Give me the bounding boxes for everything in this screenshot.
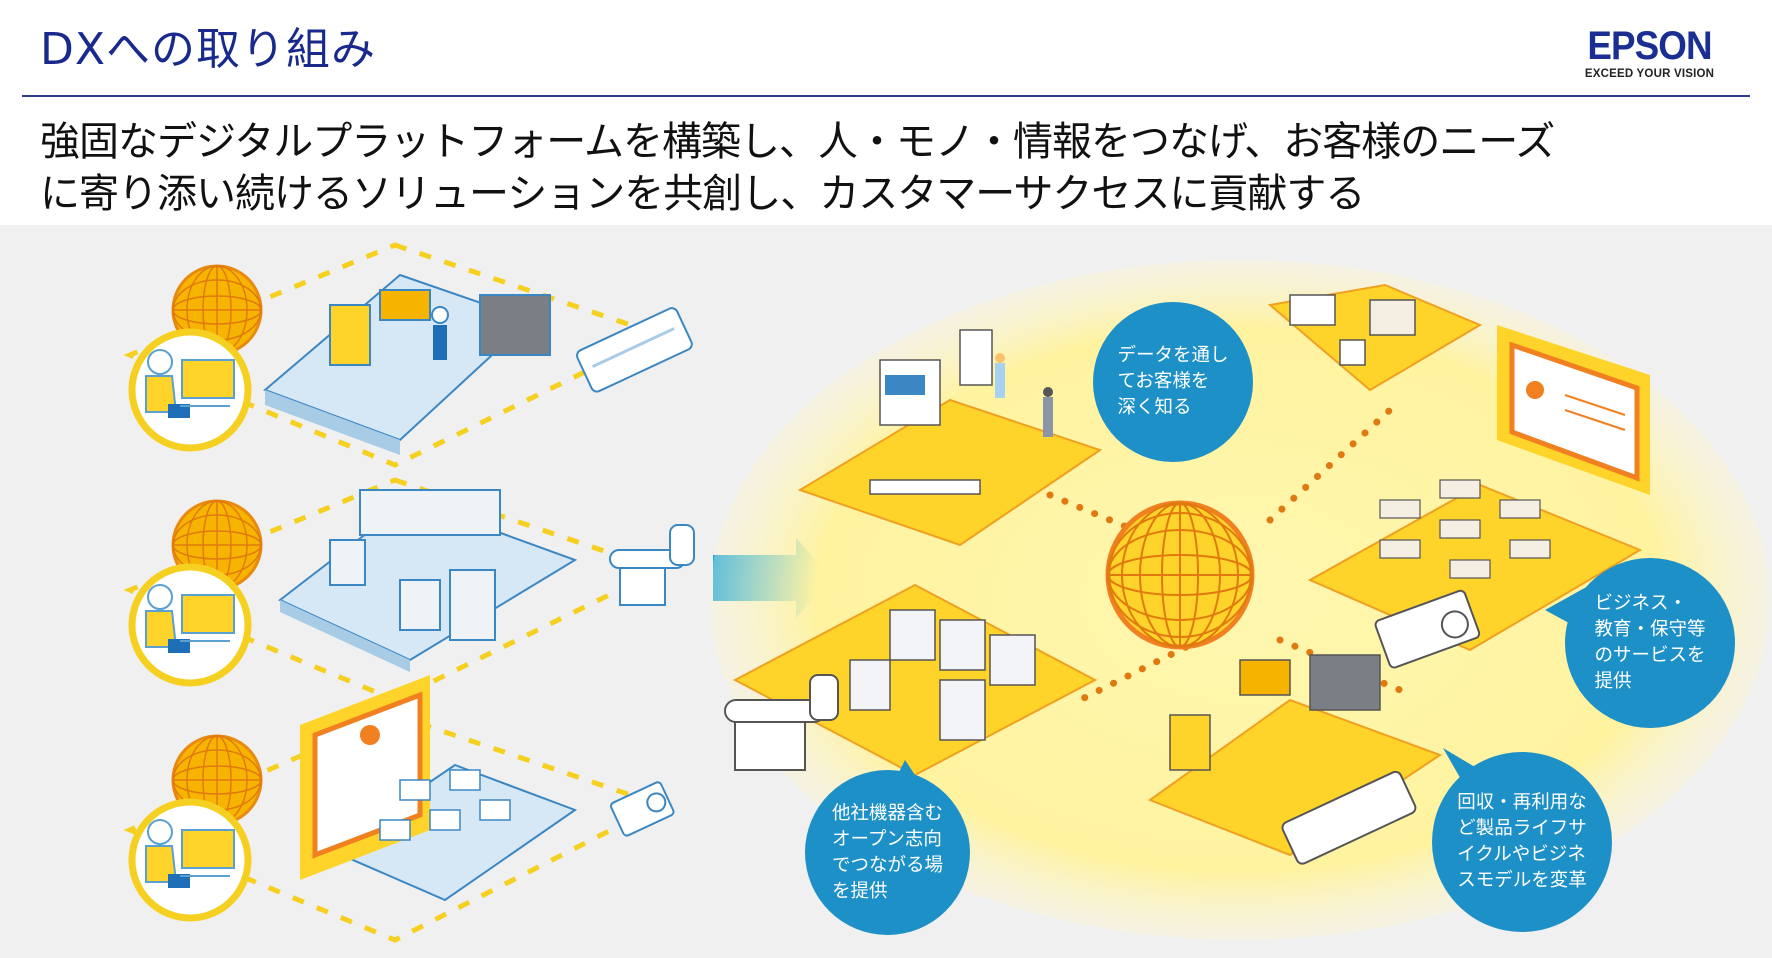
logo-tagline: EXCEED YOUR VISION	[1584, 68, 1715, 80]
platform-print-shop	[1147, 654, 1443, 865]
scene-factory	[123, 477, 695, 703]
subtitle: 強固なデジタルプラットフォームを構築し、人・モノ・情報をつなげ、お客様のニーズ …	[40, 116, 1555, 220]
header-divider	[22, 95, 1750, 97]
subtitle-line-1: 強固なデジタルプラットフォームを構築し、人・モノ・情報をつなげ、お客様のニーズ	[40, 119, 1555, 165]
page-title: DXへの取り組み	[40, 24, 377, 75]
platform-home-office	[1267, 283, 1483, 392]
bubble-data-insight-text: データを通し てお客様を 深く知る	[1117, 345, 1229, 418]
projector-icon	[1374, 589, 1481, 669]
bubble-lifecycle: 回収・再利用な ど製品ライフサ イクルやビジネ スモデルを変革	[1432, 752, 1612, 932]
epson-logo: EPSON EXCEED YOUR VISION	[1582, 26, 1717, 80]
logo-brand: EPSON	[1587, 24, 1712, 68]
bubble-data-insight: データを通し てお客様を 深く知る	[1093, 302, 1253, 462]
central-globe-icon	[1105, 500, 1255, 650]
subtitle-line-2: に寄り添い続けるソリューションを共創し、カスタマーサクセスに貢献する	[40, 171, 1365, 217]
scene-printing-studio	[123, 242, 693, 468]
bubble-open-platform-text: 他社機器含む オープン志向 でつながる場 を提供	[831, 802, 943, 902]
operator-icon	[132, 567, 248, 683]
operator-icon	[132, 802, 248, 918]
wall-display	[1497, 325, 1650, 495]
illustration-area: データを通し てお客様を 深く知る ビジネス・ 教育・保守等 のサービスを 提供…	[0, 225, 1772, 958]
scene-classroom	[123, 675, 675, 943]
bubble-lifecycle-text: 回収・再利用な ど製品ライフサ イクルやビジネ スモデルを変革	[1457, 792, 1587, 891]
left-scenes	[123, 242, 695, 943]
platform-factory	[724, 583, 1098, 777]
bubble-services-text: ビジネス・ 教育・保守等 のサービスを 提供	[1594, 593, 1706, 692]
operator-icon	[132, 332, 248, 448]
bubble-services: ビジネス・ 教育・保守等 のサービスを 提供	[1565, 558, 1735, 728]
platform-office	[797, 329, 1103, 547]
bubble-open-platform: 他社機器含む オープン志向 でつながる場 を提供	[805, 770, 970, 935]
